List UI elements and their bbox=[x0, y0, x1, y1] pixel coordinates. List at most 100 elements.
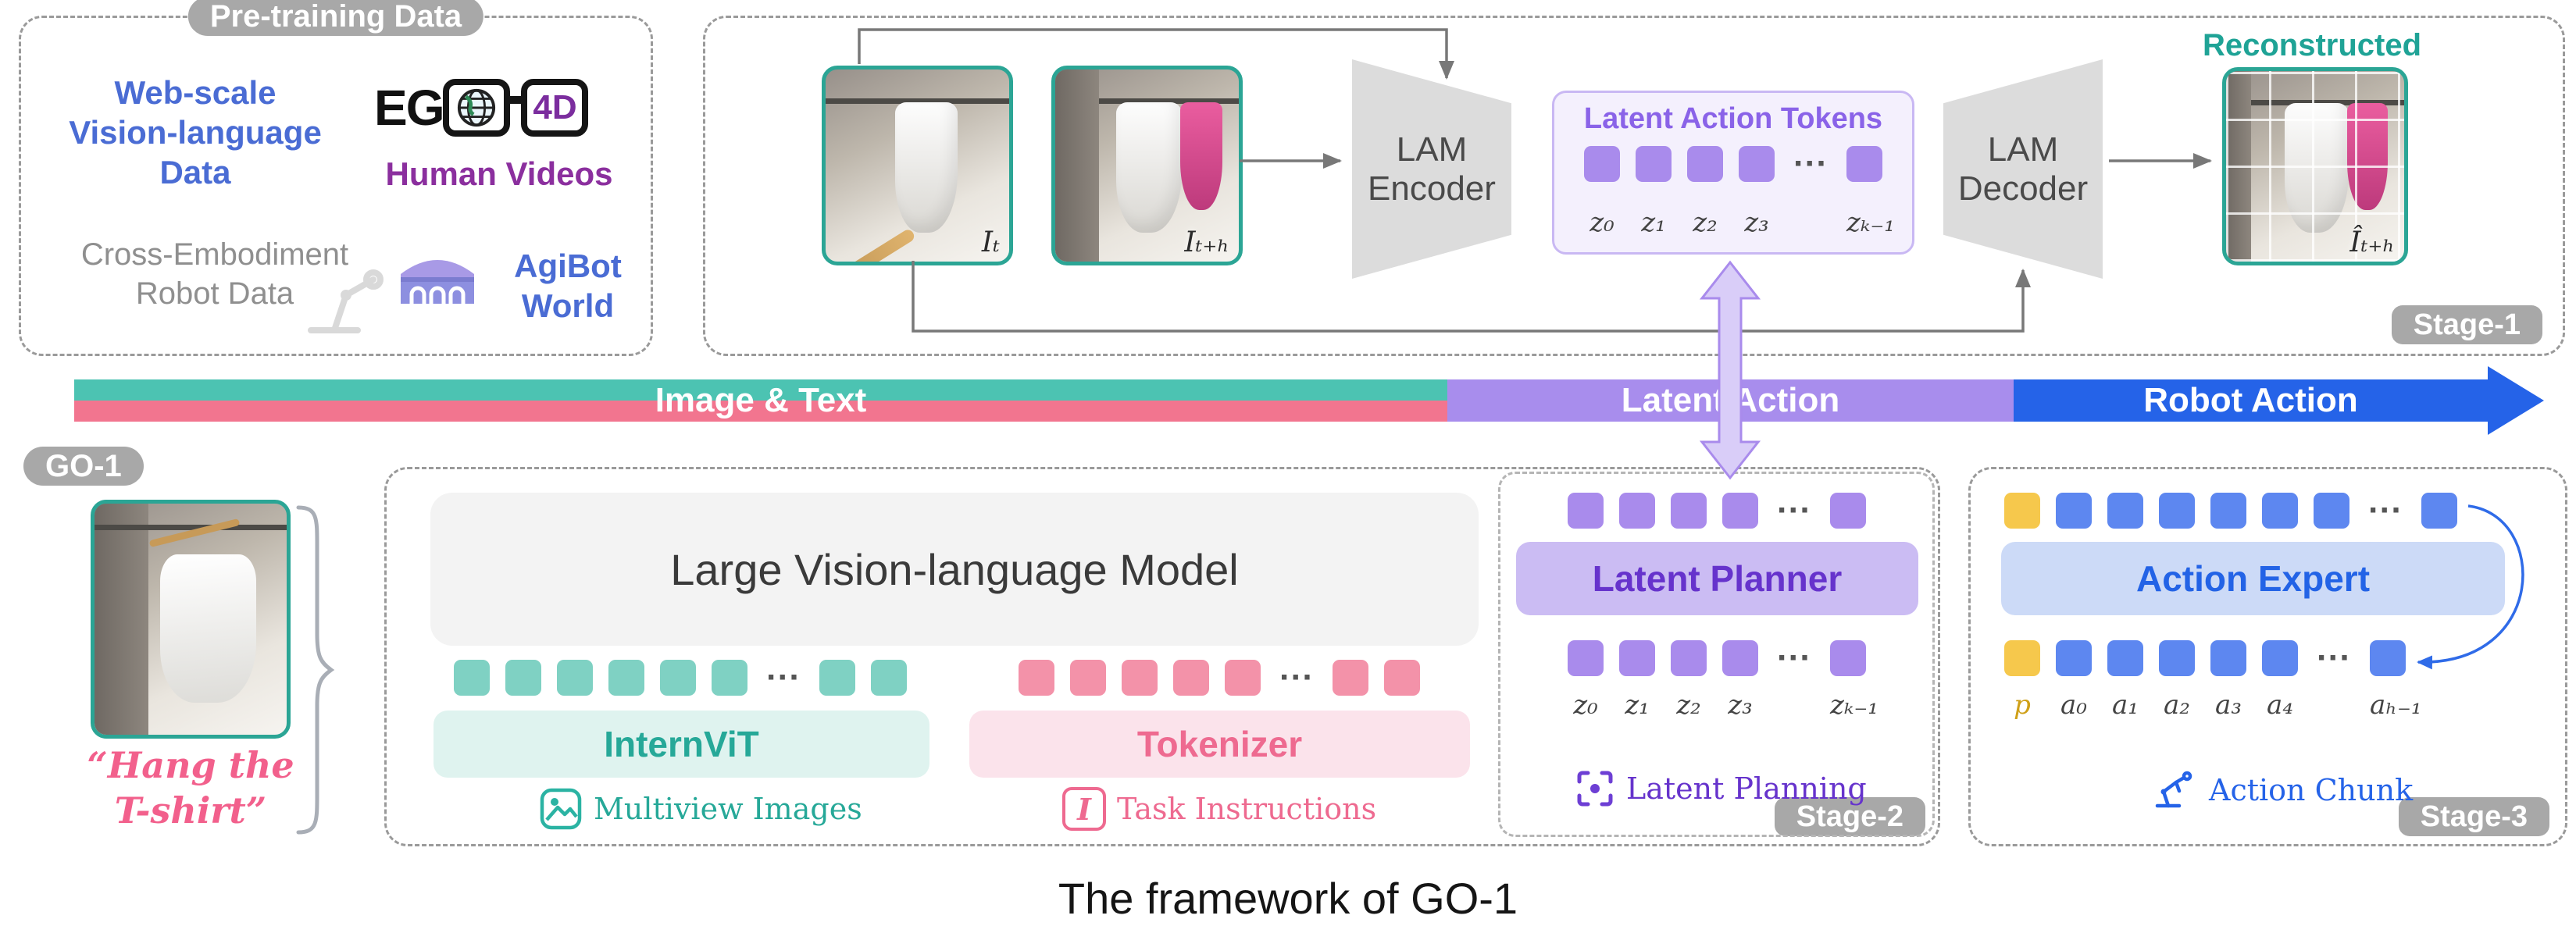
action-token-labels: p a₀ a₁ a₂ a₃ a₄ aₕ₋₁ bbox=[2004, 689, 2421, 721]
vision-token bbox=[819, 660, 855, 696]
lam-encoder: LAM Encoder bbox=[1352, 59, 1511, 279]
ego4d-4d-lens: 4D bbox=[521, 79, 589, 137]
latent-token bbox=[1619, 493, 1655, 529]
action-input-token-row: ··· bbox=[2004, 493, 2457, 529]
goal-image-tshirt bbox=[91, 500, 291, 739]
action-expert-block: Action Expert bbox=[2001, 542, 2505, 615]
latent-planning-group: Latent Planning bbox=[1575, 768, 1867, 809]
action-chunk-group: Action Chunk bbox=[2153, 770, 2413, 810]
robot-arm-icon-faint bbox=[308, 269, 384, 333]
action-token bbox=[2210, 493, 2246, 529]
vision-token bbox=[712, 660, 747, 696]
ellipsis: ··· bbox=[1279, 658, 1314, 696]
latent-token bbox=[1687, 146, 1723, 182]
text-token bbox=[1122, 660, 1158, 696]
action-token bbox=[2370, 640, 2406, 676]
vision-token bbox=[505, 660, 541, 696]
reconstruction-grid bbox=[2226, 71, 2404, 262]
latent-token bbox=[1584, 146, 1620, 182]
wooden-hanger bbox=[148, 518, 241, 547]
lvlm-block: Large Vision-language Model bbox=[430, 493, 1479, 646]
text-token bbox=[1070, 660, 1106, 696]
stage1-box: Stage-1 bbox=[703, 16, 2565, 356]
ego4d-globe-lens bbox=[443, 79, 511, 137]
flow-segment-latent-action: Latent Action bbox=[1447, 379, 2014, 422]
planner-token-labels: z₀ z₁ z₂ z₃ zₖ₋₁ bbox=[1568, 689, 1878, 721]
grouping-brace bbox=[296, 505, 335, 835]
action-chunk-label: Action Chunk bbox=[2209, 773, 2414, 807]
robot-arm-icon bbox=[2155, 771, 2192, 808]
action-token bbox=[2056, 493, 2092, 529]
vision-token bbox=[608, 660, 644, 696]
ellipsis: ··· bbox=[1777, 639, 1811, 677]
ellipsis: ··· bbox=[2317, 639, 2351, 677]
action-token bbox=[2210, 640, 2246, 676]
z-label: z₁ bbox=[1641, 207, 1666, 238]
pretraining-title-badge: Pre-training Data bbox=[187, 0, 484, 36]
text-token bbox=[1173, 660, 1209, 696]
vision-token bbox=[660, 660, 696, 696]
stage3-badge: Stage-3 bbox=[2398, 797, 2549, 836]
latent-token bbox=[1671, 493, 1707, 529]
action-token bbox=[2421, 493, 2457, 529]
go1-badge: GO-1 bbox=[23, 447, 144, 486]
ego4d-4d-text: 4D bbox=[533, 88, 577, 126]
task-instructions-label: Task Instructions bbox=[1117, 792, 1377, 826]
white-cloth bbox=[895, 102, 958, 233]
closet-shadow bbox=[95, 504, 148, 735]
latent-token bbox=[1636, 146, 1672, 182]
pretraining-data-box: Pre-training Data Web-scale Vision-langu… bbox=[19, 0, 653, 356]
z-label: z₃ bbox=[1728, 689, 1753, 721]
latent-token bbox=[1619, 640, 1655, 676]
z-label: z₀ bbox=[1573, 689, 1598, 721]
lam-decoder: LAM Decoder bbox=[1943, 59, 2103, 279]
proprio-token bbox=[2004, 640, 2040, 676]
a-label: a₀ bbox=[2060, 689, 2087, 721]
action-token bbox=[2314, 493, 2349, 529]
agibot-world-label: AgiBot World bbox=[514, 248, 622, 325]
latent-action-tokens-panel: Latent Action Tokens ··· z₀ z₁ z₂ z₃ zₖ₋… bbox=[1552, 91, 1914, 255]
action-token bbox=[2107, 640, 2143, 676]
text-token bbox=[1333, 660, 1368, 696]
colosseum-icon bbox=[401, 260, 474, 304]
latent-token bbox=[1568, 493, 1604, 529]
action-token bbox=[2159, 493, 2195, 529]
multiview-images-icon bbox=[540, 788, 582, 830]
flow-segment-robot-action: Robot Action bbox=[2014, 379, 2488, 422]
latent-token-row: ··· bbox=[1584, 146, 1882, 182]
z-label: zₖ₋₁ bbox=[1846, 207, 1895, 238]
vision-token bbox=[871, 660, 907, 696]
latent-token bbox=[1671, 640, 1707, 676]
action-token bbox=[2262, 640, 2298, 676]
latent-action-tokens-title: Latent Action Tokens bbox=[1583, 102, 1883, 135]
closet-shadow bbox=[1055, 69, 1100, 262]
observation-image-t-plus-h: Iₜ₊ₕ bbox=[1051, 66, 1243, 265]
p-label: p bbox=[2014, 689, 2031, 721]
ellipsis: ··· bbox=[2368, 491, 2403, 529]
closet-rod bbox=[1055, 98, 1239, 104]
action-token bbox=[2056, 640, 2092, 676]
latent-planning-label: Latent Planning bbox=[1626, 771, 1867, 806]
ellipsis: ··· bbox=[766, 658, 801, 696]
recon-image-label: Îₜ₊ₕ bbox=[2349, 226, 2395, 258]
observation-image-t: Iₜ bbox=[822, 66, 1013, 265]
globe-icon bbox=[458, 88, 496, 127]
text-token bbox=[1225, 660, 1261, 696]
task-instructions-group: I Task Instructions bbox=[1062, 787, 1376, 831]
text-token-row: ··· bbox=[1019, 660, 1420, 696]
cross-embodiment-label: Cross-Embodiment Robot Data bbox=[80, 237, 349, 311]
latent-planner-block: Latent Planner bbox=[1516, 542, 1918, 615]
white-tshirt bbox=[159, 554, 256, 703]
image-t-label: Iₜ bbox=[981, 226, 1000, 258]
tokenizer-block: Tokenizer bbox=[969, 711, 1470, 778]
latent-token bbox=[1722, 640, 1758, 676]
figure-caption: The framework of GO-1 bbox=[1058, 874, 1518, 923]
text-token bbox=[1019, 660, 1054, 696]
z-label: zₖ₋₁ bbox=[1830, 689, 1878, 721]
action-token bbox=[2159, 640, 2195, 676]
text-token bbox=[1384, 660, 1420, 696]
stage3-box: Stage-3 bbox=[1968, 467, 2567, 846]
reconstructed-label: Reconstructed bbox=[2202, 28, 2422, 62]
ego4d-logo: EG 4D bbox=[374, 79, 589, 137]
web-scale-data-label: Web-scale Vision-language Data bbox=[69, 74, 322, 191]
